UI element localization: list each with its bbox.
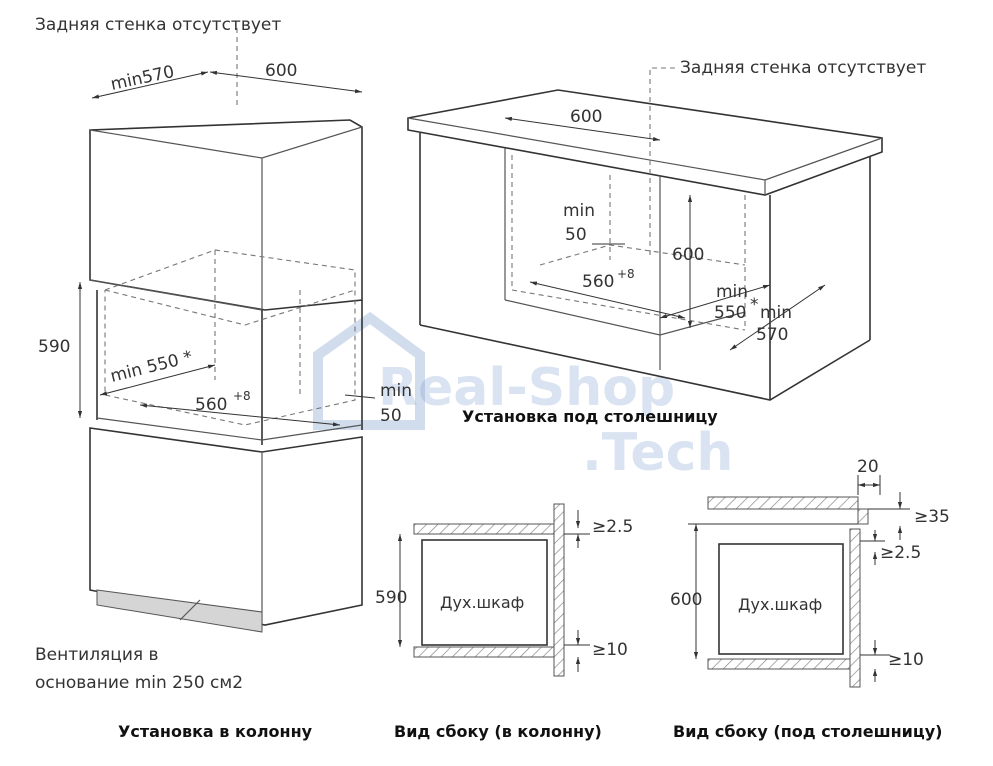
sc-oven-box [421,539,548,646]
watermark-line2: .Tech [582,423,733,483]
uc-dim-star: * [750,295,759,315]
uc-dim-min550-a: min [716,282,748,302]
ventilation-line2: основание min 250 см2 [35,673,243,693]
column-shelf-front [89,279,263,311]
dim-column-height: 590 [38,337,70,357]
column-oven-dashed-top [104,289,246,326]
uc-backwall-dashed [649,67,675,255]
sc-dim-height: 590 [375,588,407,608]
dim-column-50: 50 [380,406,402,426]
column-oven-dashed-top2 [244,289,356,326]
dim-line-depth [91,71,209,99]
sk-dim-height: 600 [670,590,702,610]
uc-dim-line-min570 [729,284,826,351]
countertop [407,89,883,196]
uc-dim-min50-b: 50 [565,225,587,245]
dim-line-niche-depth [99,364,216,396]
ventilation-pointer [179,599,201,621]
sc-dim-gap-top: ≥2.5 [592,517,633,537]
uc-dim-height: 600 [672,245,704,265]
uc-niche-dashed-top [539,244,746,266]
sc-top-shelf [413,523,555,535]
label-back-wall-right: Задняя стенка отсутствует [680,58,926,78]
sk-top-block [857,508,869,525]
undercounter-installation: Задняя стенка отсутствует 600 min 50 600… [407,58,926,426]
countertop-front-top [407,117,766,181]
uc-dim-niche-width: 560 [582,272,614,292]
label-back-wall-left: Задняя стенка отсутствует [35,15,281,35]
dim-line-niche-width [139,403,341,427]
side-view-counter: Дух.шкаф 20 ≥35 ≥2.5 600 ≥10 [670,457,950,688]
countertop-right-top [764,137,883,181]
sk-dim-35: ≥35 [914,507,950,527]
sc-bottom-shelf [413,646,555,658]
uc-dim-min550-b: 550 [714,303,746,323]
dim-column-niche-depth: min 550 * [108,347,194,387]
column-top-cabinet [89,119,363,311]
uc-dim-min570-a: min [760,303,792,323]
sc-dim-gap-bottom: ≥10 [592,640,628,660]
sk-dim-gap-top: ≥2.5 [880,543,921,563]
sk-dim-gap-bottom: ≥10 [888,650,924,670]
column-top-face [89,126,363,159]
ventilation-slot [96,589,263,633]
sc-oven-label: Дух.шкаф [440,593,524,612]
sk-dim-20: 20 [857,457,879,477]
uc-niche-floor [504,299,746,336]
sk-bottom-shelf [707,658,851,670]
dim-line-min50 [344,394,376,399]
uc-base [419,324,871,401]
dim-column-width: 600 [265,61,297,81]
uc-dim-line-niche-width [529,281,686,319]
dim-column-niche-tol: +8 [233,389,251,403]
side-view-column: Дух.шкаф ≥2.5 590 ≥10 [375,503,633,677]
svg-text:основание min 250 см2: основание min 250 см2 [35,673,243,693]
dim-line-width [209,70,363,94]
uc-dim-min50-a: min [563,201,595,221]
undercounter-title: Установка под столешницу [462,407,718,426]
caption-column: Установка в колонну [118,722,313,741]
sk-countertop [707,496,859,510]
ventilation-line1: Вентиляция в [35,645,159,665]
column-installation: Задняя стенка отсутствует min570 600 590… [35,15,412,693]
watermark-line1: Real-Shop [378,358,675,418]
sk-back-panel [849,528,861,688]
uc-dim-width: 600 [570,107,602,127]
sk-oven-box [718,543,844,655]
caption-side-counter: Вид сбоку (под столешницу) [673,722,942,741]
uc-niche-dashed [511,155,746,331]
uc-dim-min570-b: 570 [756,325,788,345]
svg-text:Вентиляция в: Вентиляция в [35,645,159,665]
uc-dim-line-width [504,116,661,142]
dim-column-min: min [380,381,412,401]
sk-oven-label: Дух.шкаф [738,595,822,614]
watermark: Real-Shop .Tech [313,311,733,483]
uc-dim-niche-tol: +8 [617,267,635,281]
sc-back-panel [553,503,565,677]
dim-column-niche-width: 560 [195,395,227,415]
dim-column-depth: min570 [109,62,176,95]
caption-side-column: Вид сбоку (в колонну) [394,722,602,741]
